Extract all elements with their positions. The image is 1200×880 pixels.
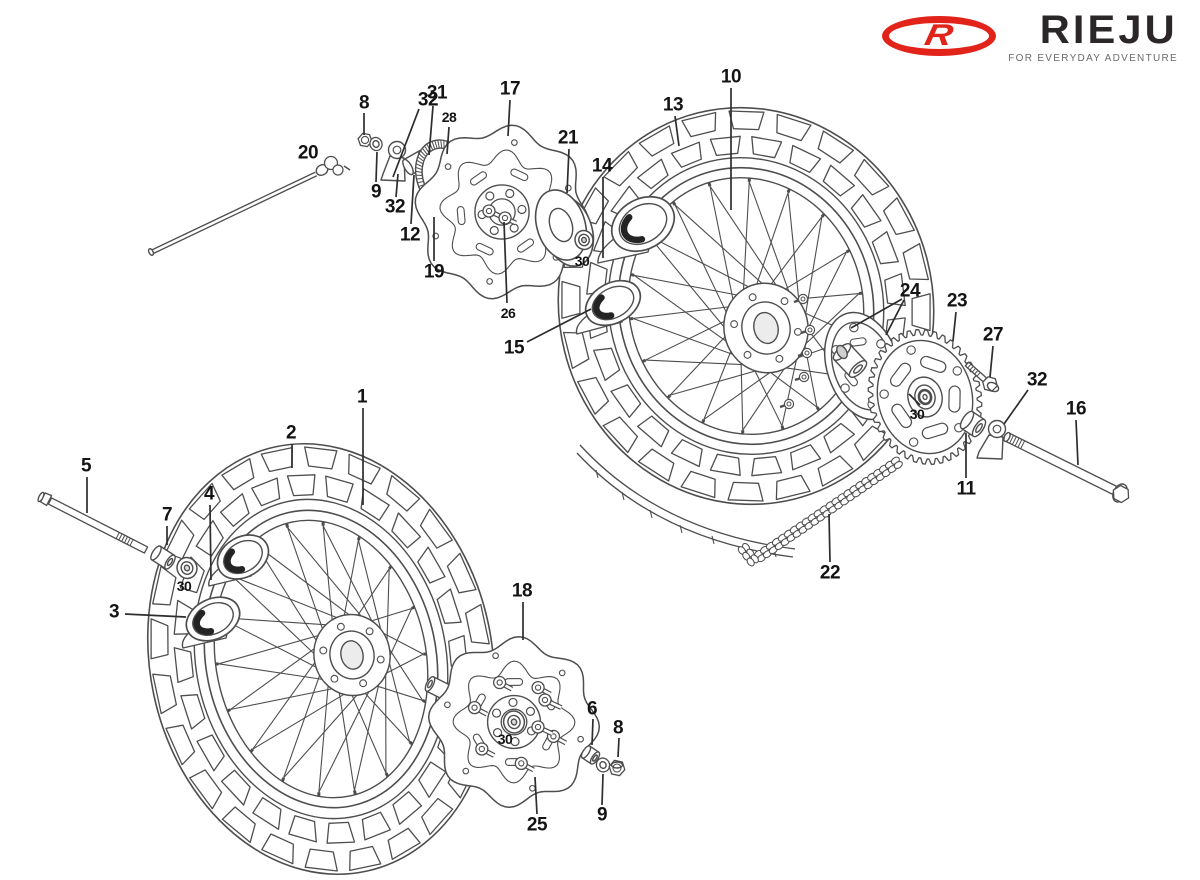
rear-sprocket [867,329,983,465]
front-axle-parts [37,491,198,580]
speedometer-cable [147,155,351,256]
drive-chain [737,456,903,567]
rear-brake-disc [414,124,590,300]
brand-logo: R RIEJU FOR EVERYDAY ADVENTURE [882,8,1178,64]
brand-name: RIEJU [1039,8,1178,52]
brand-logo-text: RIEJU FOR EVERYDAY ADVENTURE [1008,8,1178,64]
brand-tagline: FOR EVERYDAY ADVENTURE [1008,52,1178,64]
front-axle-fasteners [580,745,626,777]
rear-wheel [557,106,935,506]
hub-seal-and-bearing [534,189,595,267]
brand-logo-oval-icon: R [882,16,997,56]
front-brake-disc [427,635,601,809]
rear-axle-parts [959,361,1130,504]
rear-wheel-spacer-cups [575,195,676,335]
front-wheel-spacer-cups [181,534,270,649]
leader-lines [86,88,1079,815]
front-wheel [146,442,496,876]
